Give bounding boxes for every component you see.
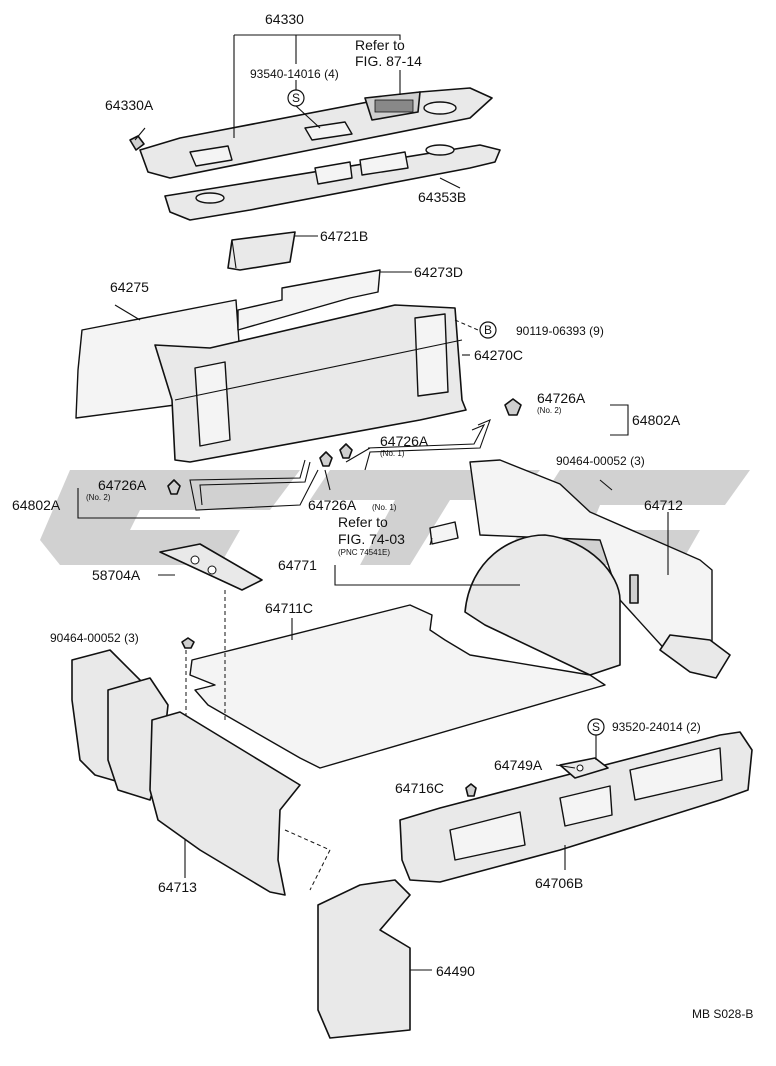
label-93540: 93540-14016 (4) [250,67,339,81]
wire-64802A-right [364,419,491,471]
label-64726A-center: 64726A [380,433,429,449]
label-no2-right: (No. 2) [537,406,562,415]
trim-64712 [469,459,731,679]
b-marker-label: B [484,323,492,337]
mat-64711C [189,604,606,769]
label-no2-left: (No. 2) [86,493,111,502]
label-93520: 93520-24014 (2) [612,720,701,734]
plate-58704A [159,543,263,591]
bracket-64749A [559,757,609,779]
label-64802A-left: 64802A [12,497,61,513]
label-64726A-mid: 64726A [308,497,357,513]
clip-64726A-left-icon [167,479,181,495]
cover-64490 [317,879,411,1039]
label-58704A: 58704A [92,567,141,583]
label-64726A-right: 64726A [537,390,586,406]
label-64330A: 64330A [105,97,154,113]
label-90464-left: 90464-00052 (3) [50,631,139,645]
bulkhead-64270C [154,304,467,463]
clip-64726A-icon [504,398,522,416]
label-fig-87-14: FIG. 87-14 [355,53,422,69]
package-tray-64330 [139,87,493,179]
wire-64802A-left [189,459,319,511]
trim-64713 [71,649,301,896]
label-no1-center: (No. 1) [380,449,405,458]
s-marker-2-icon: S [587,718,605,736]
label-64353B: 64353B [418,189,466,205]
label-90464-right: 90464-00052 (3) [556,454,645,468]
wheelhouse-64771 [429,521,621,676]
label-64275: 64275 [110,279,149,295]
clip-64330A-icon [129,135,145,151]
bracket-64721B [227,231,296,271]
s-marker-icon: S [287,89,305,107]
label-64490: 64490 [436,963,475,979]
label-64716C: 64716C [395,780,444,796]
label-64330: 64330 [265,11,304,27]
b-marker-icon: B [479,321,497,339]
s-marker-label: S [292,91,300,105]
label-64771: 64771 [278,557,317,573]
label-fig-74-03: FIG. 74-03 [338,531,405,547]
sill-64706B [399,731,753,883]
clip-90464-left-icon [181,637,195,649]
label-64706B: 64706B [535,875,583,891]
label-pnc: (PNC 74541E) [338,548,390,557]
clip-64726A-mid-icon [319,443,353,467]
label-64749A: 64749A [494,757,543,773]
label-90119: 90119-06393 (9) [516,324,604,338]
label-64721B: 64721B [320,228,368,244]
clip-64716C-icon [465,783,477,797]
label-64712: 64712 [644,497,683,513]
s-marker-2-label: S [592,720,600,734]
label-64713: 64713 [158,879,197,895]
label-refer-to-1: Refer to [355,37,405,53]
label-64273D: 64273D [414,264,463,280]
package-tray-64353B [164,144,501,221]
label-refer-to-2: Refer to [338,514,388,530]
figure-code: MB S028-B [692,1007,753,1021]
label-64711C: 64711C [265,600,313,616]
panel-64273D [237,269,381,331]
label-64270C: 64270C [474,347,523,363]
label-no1-mid: (No. 1) [372,503,397,512]
label-64726A-left: 64726A [98,477,147,493]
label-64802A-right: 64802A [632,412,681,428]
